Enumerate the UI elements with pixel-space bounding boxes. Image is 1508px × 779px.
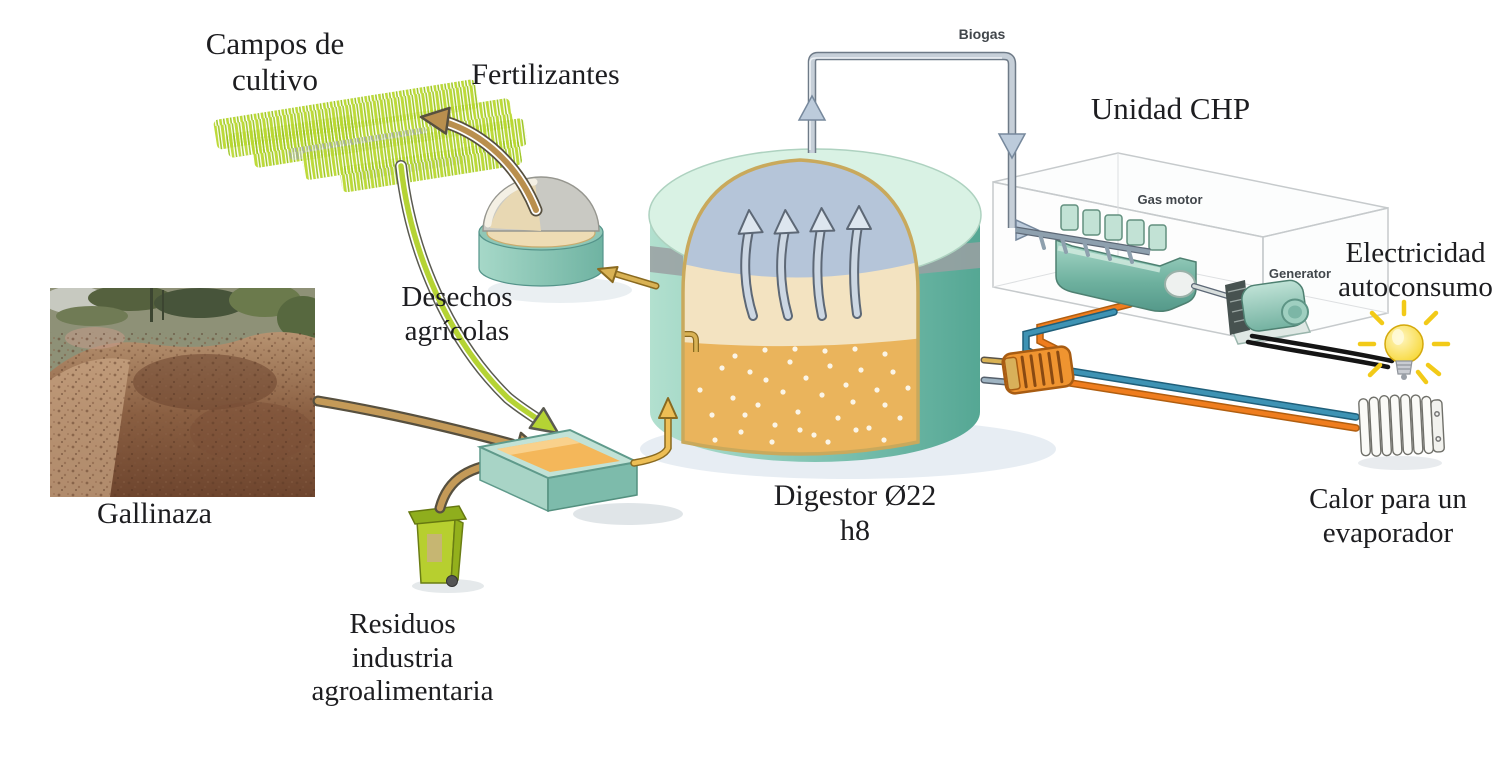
electric-cables	[1245, 333, 1395, 370]
light-bulb-icon	[1357, 299, 1451, 385]
label-fertilizantes: Fertilizantes	[471, 58, 620, 91]
digestate-pipe	[597, 265, 660, 290]
digester-illustration	[640, 148, 1056, 479]
fertilizer-arrow	[419, 106, 543, 217]
label-unidad-chp: Unidad CHP	[1090, 91, 1251, 126]
label-gas-motor: Gas motor	[1137, 192, 1203, 207]
label-digestor: Digestor Ø22 h8	[773, 479, 937, 547]
label-desechos-agricolas: Desechos agrícolas	[401, 281, 513, 347]
mixing-tank	[476, 428, 683, 525]
generator-illustration	[1191, 279, 1312, 345]
label-generator: Generator	[1268, 266, 1332, 281]
label-residuos-industria: Residuos industria agroalimentaria	[311, 608, 494, 708]
label-campos-de-cultivo: Campos de cultivo	[205, 26, 345, 97]
heat-exchanger	[980, 345, 1075, 395]
label-gallinaza: Gallinaza	[97, 497, 212, 530]
label-biogas: Biogas	[958, 26, 1006, 42]
biogas-up-arrow	[797, 94, 827, 121]
waste-bin	[407, 505, 484, 593]
heating-pipes	[1022, 300, 1360, 432]
biogas-down-arrow	[997, 133, 1027, 160]
label-calor-evaporador: Calor para un evaporador	[1309, 483, 1467, 549]
gas-up-arrows	[737, 205, 872, 321]
gallinaza-photo	[50, 288, 315, 497]
agri-waste-arrow	[395, 160, 560, 435]
radiator-icon	[1358, 393, 1445, 470]
feed-pipe	[630, 397, 678, 467]
digestate-storage-tank	[478, 176, 632, 303]
label-electricidad-autoconsumo: Electricidad autoconsumo	[1338, 237, 1493, 303]
